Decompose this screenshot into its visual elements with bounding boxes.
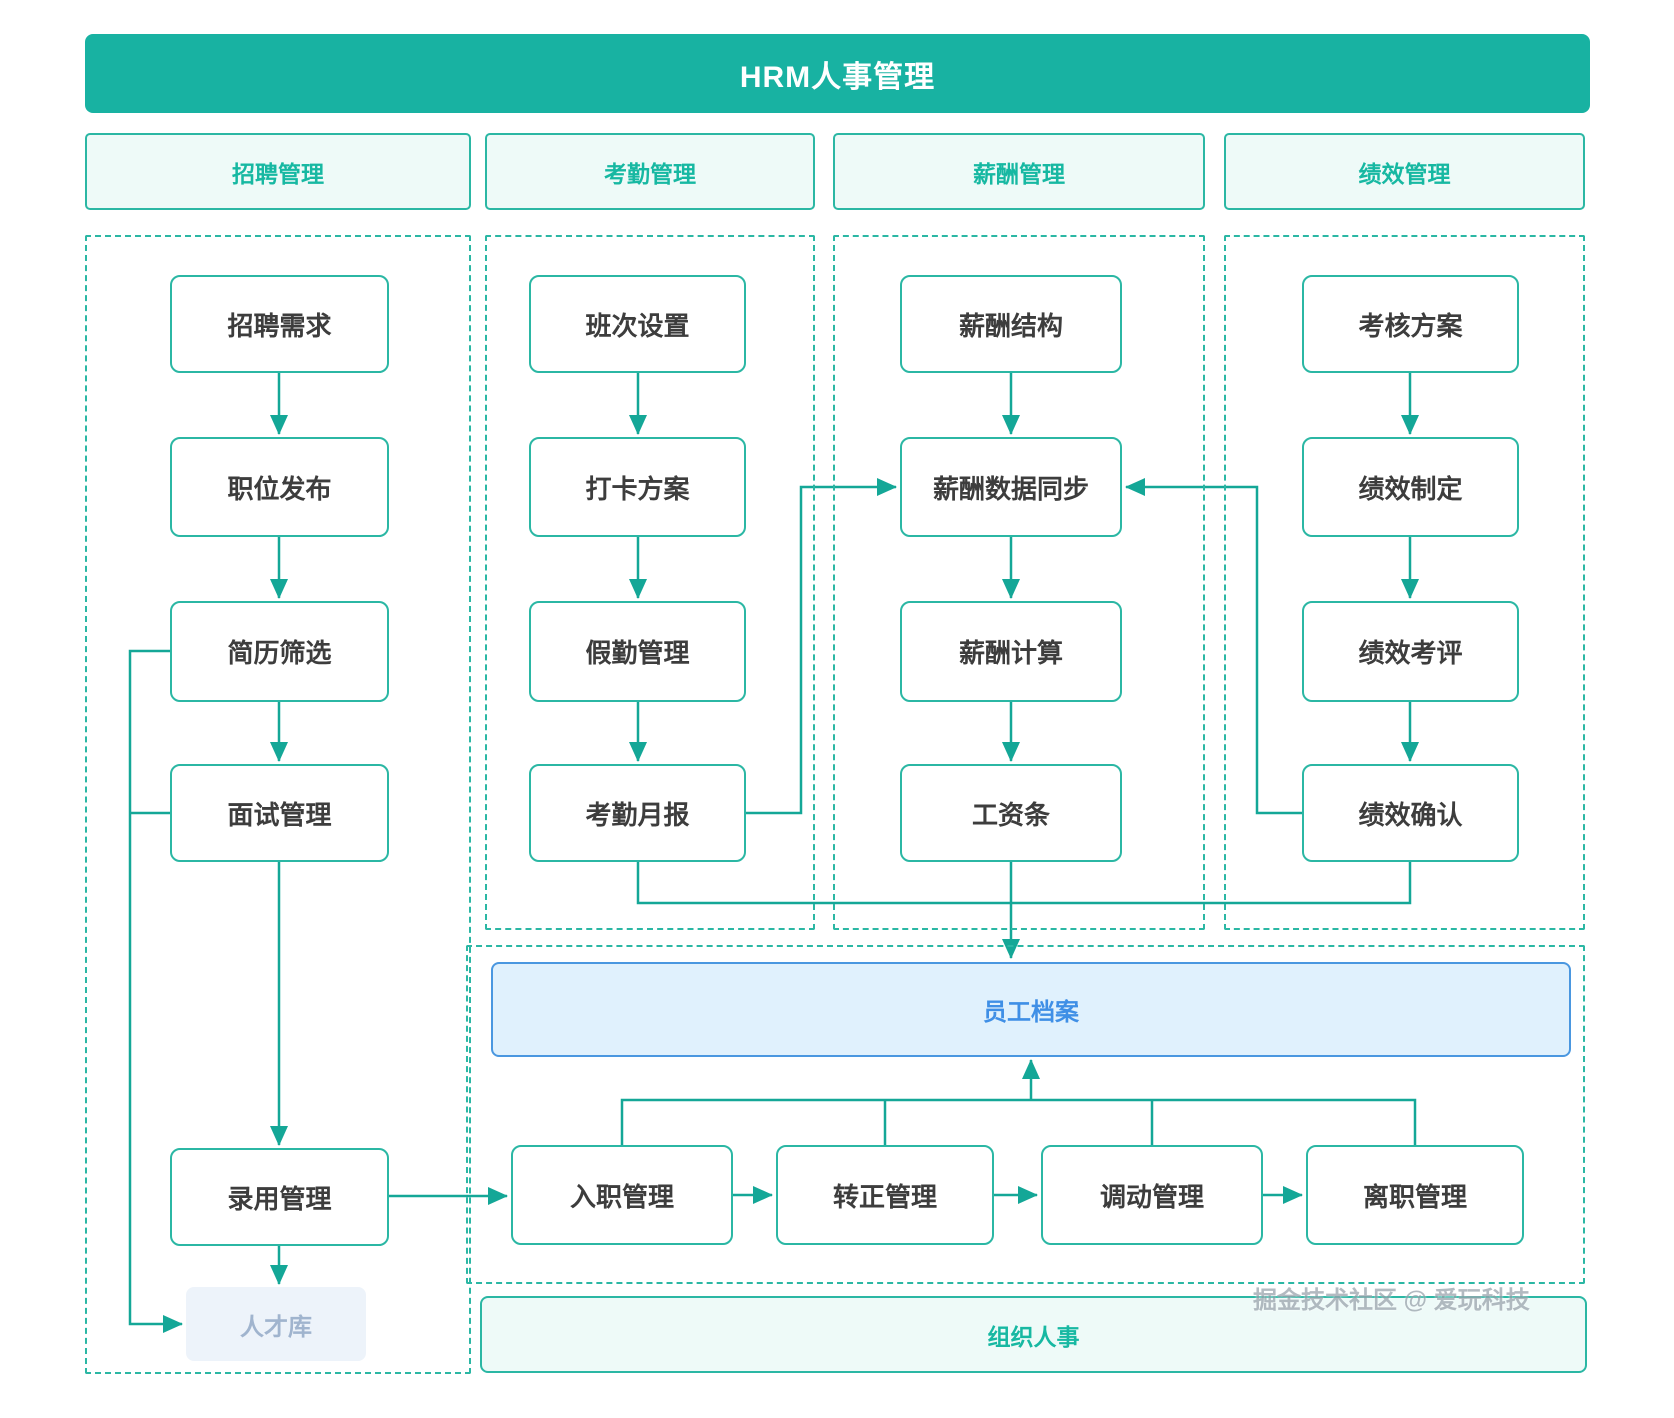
watermark-text: 掘金技术社区 @ 爱玩科技	[1253, 1287, 1530, 1314]
node-resume-screening: 简历筛选	[170, 601, 389, 702]
node-transfer: 调动管理	[1041, 1145, 1263, 1245]
node-performance-planning: 绩效制定	[1302, 437, 1519, 537]
container-attendance	[485, 235, 815, 930]
node-talent-pool: 人才库	[186, 1287, 366, 1361]
node-salary-calculation: 薪酬计算	[900, 601, 1122, 702]
node-job-posting: 职位发布	[170, 437, 389, 537]
node-leave-attendance: 假勤管理	[529, 601, 746, 702]
node-regularization: 转正管理	[776, 1145, 994, 1245]
node-hiring-management: 录用管理	[170, 1148, 389, 1246]
header-recruitment: 招聘管理	[85, 133, 471, 210]
node-shift-setting: 班次设置	[529, 275, 746, 373]
header-salary: 薪酬管理	[833, 133, 1205, 210]
node-payslip: 工资条	[900, 764, 1122, 862]
container-salary	[833, 235, 1205, 930]
header-performance: 绩效管理	[1224, 133, 1585, 210]
node-offboarding: 离职管理	[1306, 1145, 1524, 1245]
node-employee-archive: 员工档案	[491, 962, 1571, 1057]
node-clockin-plan: 打卡方案	[529, 437, 746, 537]
node-performance-review: 绩效考评	[1302, 601, 1519, 702]
node-salary-structure: 薪酬结构	[900, 275, 1122, 373]
container-performance	[1224, 235, 1585, 930]
diagram-title-banner: HRM人事管理	[85, 34, 1590, 113]
node-onboarding: 入职管理	[511, 1145, 733, 1245]
node-attendance-monthly-report: 考勤月报	[529, 764, 746, 862]
node-interview-management: 面试管理	[170, 764, 389, 862]
container-employee-lifecycle	[466, 945, 1585, 1284]
container-recruitment	[85, 235, 471, 1374]
node-assessment-plan: 考核方案	[1302, 275, 1519, 373]
node-performance-confirmation: 绩效确认	[1302, 764, 1519, 862]
node-organization-hr: 组织人事	[480, 1296, 1587, 1373]
node-salary-data-sync: 薪酬数据同步	[900, 437, 1122, 537]
node-recruitment-demand: 招聘需求	[170, 275, 389, 373]
header-attendance: 考勤管理	[485, 133, 815, 210]
